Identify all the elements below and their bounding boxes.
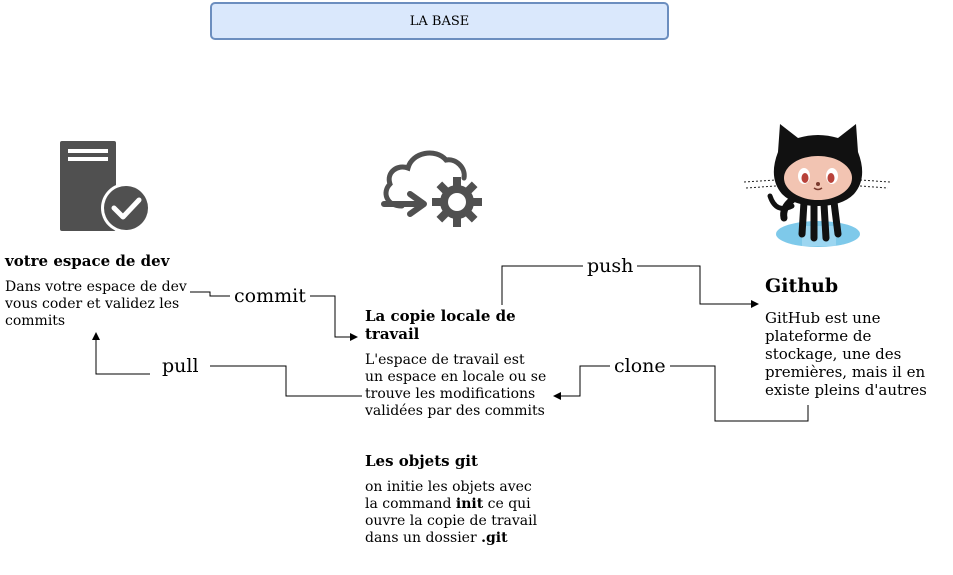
git-objects-line1: on initie les objets avec [365, 479, 532, 495]
local-copy-title: La copie locale de travail [365, 307, 516, 343]
git-folder-name: .git [481, 530, 508, 546]
local-copy-title-line2: travail [365, 325, 420, 343]
git-objects-line2-end: ce qui [483, 496, 531, 512]
dev-description: Dans votre espace de dev vous coder et v… [5, 279, 187, 329]
clone-edge [553, 365, 809, 422]
git-objects-line3: ouvre la copie de travail [365, 513, 538, 529]
push-edge [501, 265, 759, 308]
git-objects-line4-text: dans un dossier [365, 530, 482, 546]
octocat-icon [743, 124, 891, 247]
git-objects-line2: la command init ce qui [365, 496, 555, 513]
cloud-gear-icon [381, 150, 482, 227]
pull-edge [96, 333, 362, 397]
commit-label: commit [230, 285, 310, 307]
push-label: push [583, 255, 638, 277]
server-check-icon [60, 141, 151, 233]
init-command: init [455, 496, 484, 512]
local-copy-title-line1: La copie locale de [365, 307, 516, 325]
github-description: GitHub est une plateforme de stockage, u… [765, 309, 927, 399]
git-objects-line4: dans un dossier .git [365, 530, 555, 547]
diagram-title-text: LA BASE [409, 13, 470, 29]
diagram-title: LA BASE [210, 2, 669, 40]
dev-title: votre espace de dev [5, 252, 170, 270]
git-objects-description: on initie les objets avec la command ini… [365, 479, 555, 547]
pull-label: pull [158, 355, 203, 377]
git-objects-line2-text: la command [365, 496, 456, 512]
local-copy-description: L'espace de travail est un espace en loc… [365, 352, 547, 419]
git-objects-title: Les objets git [365, 452, 478, 470]
github-title: Github [765, 275, 839, 297]
clone-label: clone [610, 355, 670, 377]
